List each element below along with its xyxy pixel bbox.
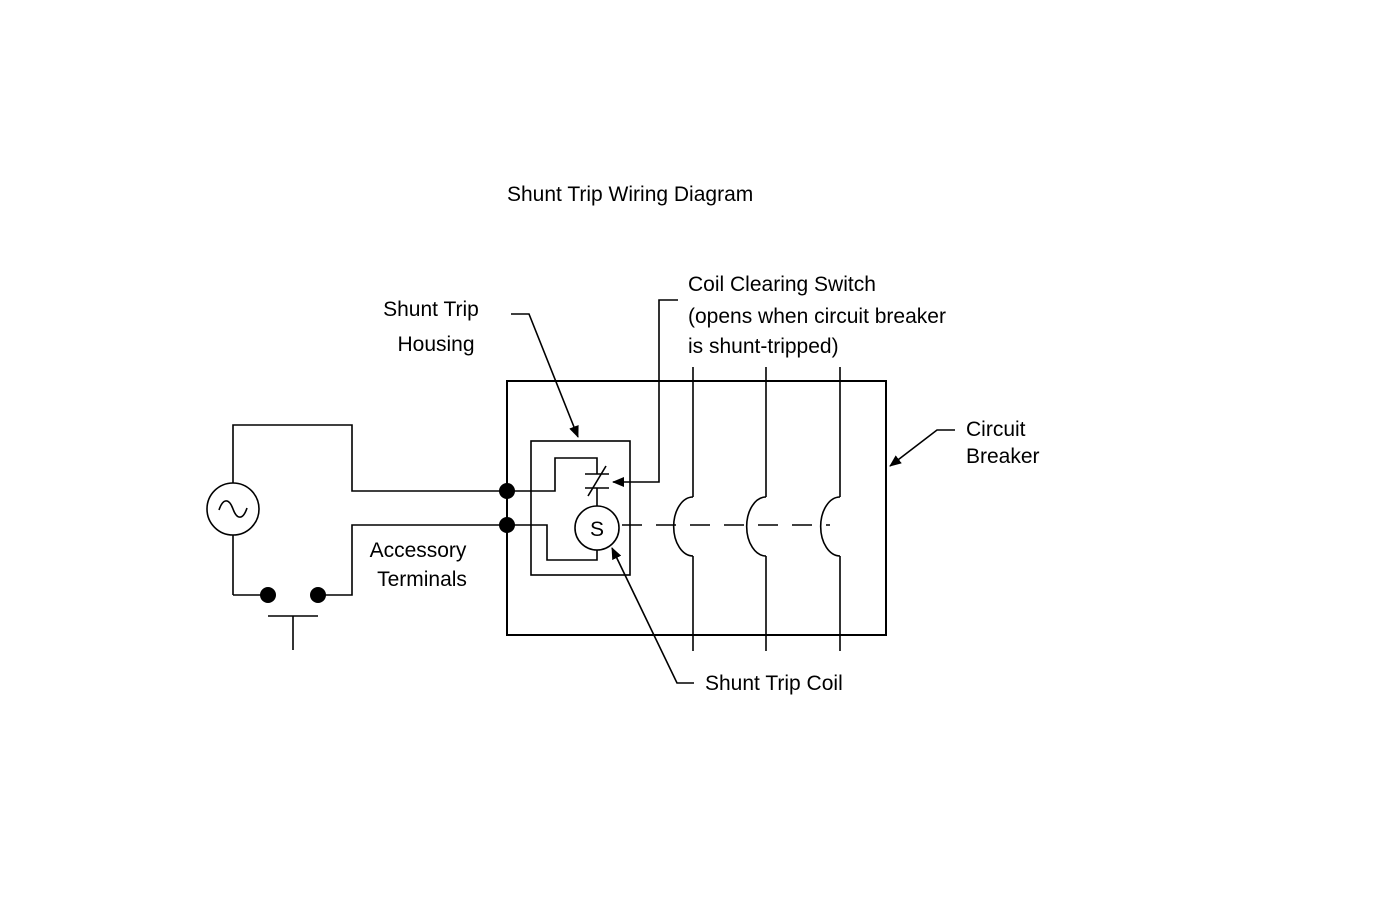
ac-source-symbol xyxy=(206,482,260,536)
push-button-switch xyxy=(260,587,326,650)
shunt-trip-housing-box xyxy=(530,440,631,576)
breaker-leader-arrow xyxy=(889,429,955,467)
coil-clearing-switch-label: Coil Clearing Switch xyxy=(688,273,876,296)
coil-clearing-switch-note: (opens when circuit breaker xyxy=(688,305,946,328)
shunt-trip-coil-symbol: S xyxy=(574,505,620,551)
coil-clearing-switch-contact xyxy=(585,465,609,497)
housing-leader-arrow xyxy=(511,313,579,438)
breaker-pole-3 xyxy=(819,367,841,651)
shunt-trip-housing-label: Shunt Trip xyxy=(383,298,479,321)
coil-symbol-label: S xyxy=(590,518,604,541)
coil-clearing-switch-note: is shunt-tripped) xyxy=(688,335,839,358)
external-wiring xyxy=(232,424,507,596)
diagram-title: Shunt Trip Wiring Diagram xyxy=(507,183,753,206)
internal-wiring xyxy=(507,457,598,561)
breaker-pole-2 xyxy=(745,367,767,651)
switch-leader-arrow xyxy=(612,299,678,487)
accessory-terminals-label: Terminals xyxy=(377,568,467,591)
coil-leader-arrow xyxy=(611,547,694,684)
circuit-breaker-label: Breaker xyxy=(966,445,1040,468)
circuit-breaker-box xyxy=(506,380,887,636)
shunt-trip-coil-label: Shunt Trip Coil xyxy=(705,672,843,695)
shunt-trip-housing-label: Housing xyxy=(397,333,474,356)
accessory-terminals-label: Accessory xyxy=(370,539,467,562)
breaker-pole-1 xyxy=(672,367,694,651)
circuit-breaker-label: Circuit xyxy=(966,418,1026,441)
